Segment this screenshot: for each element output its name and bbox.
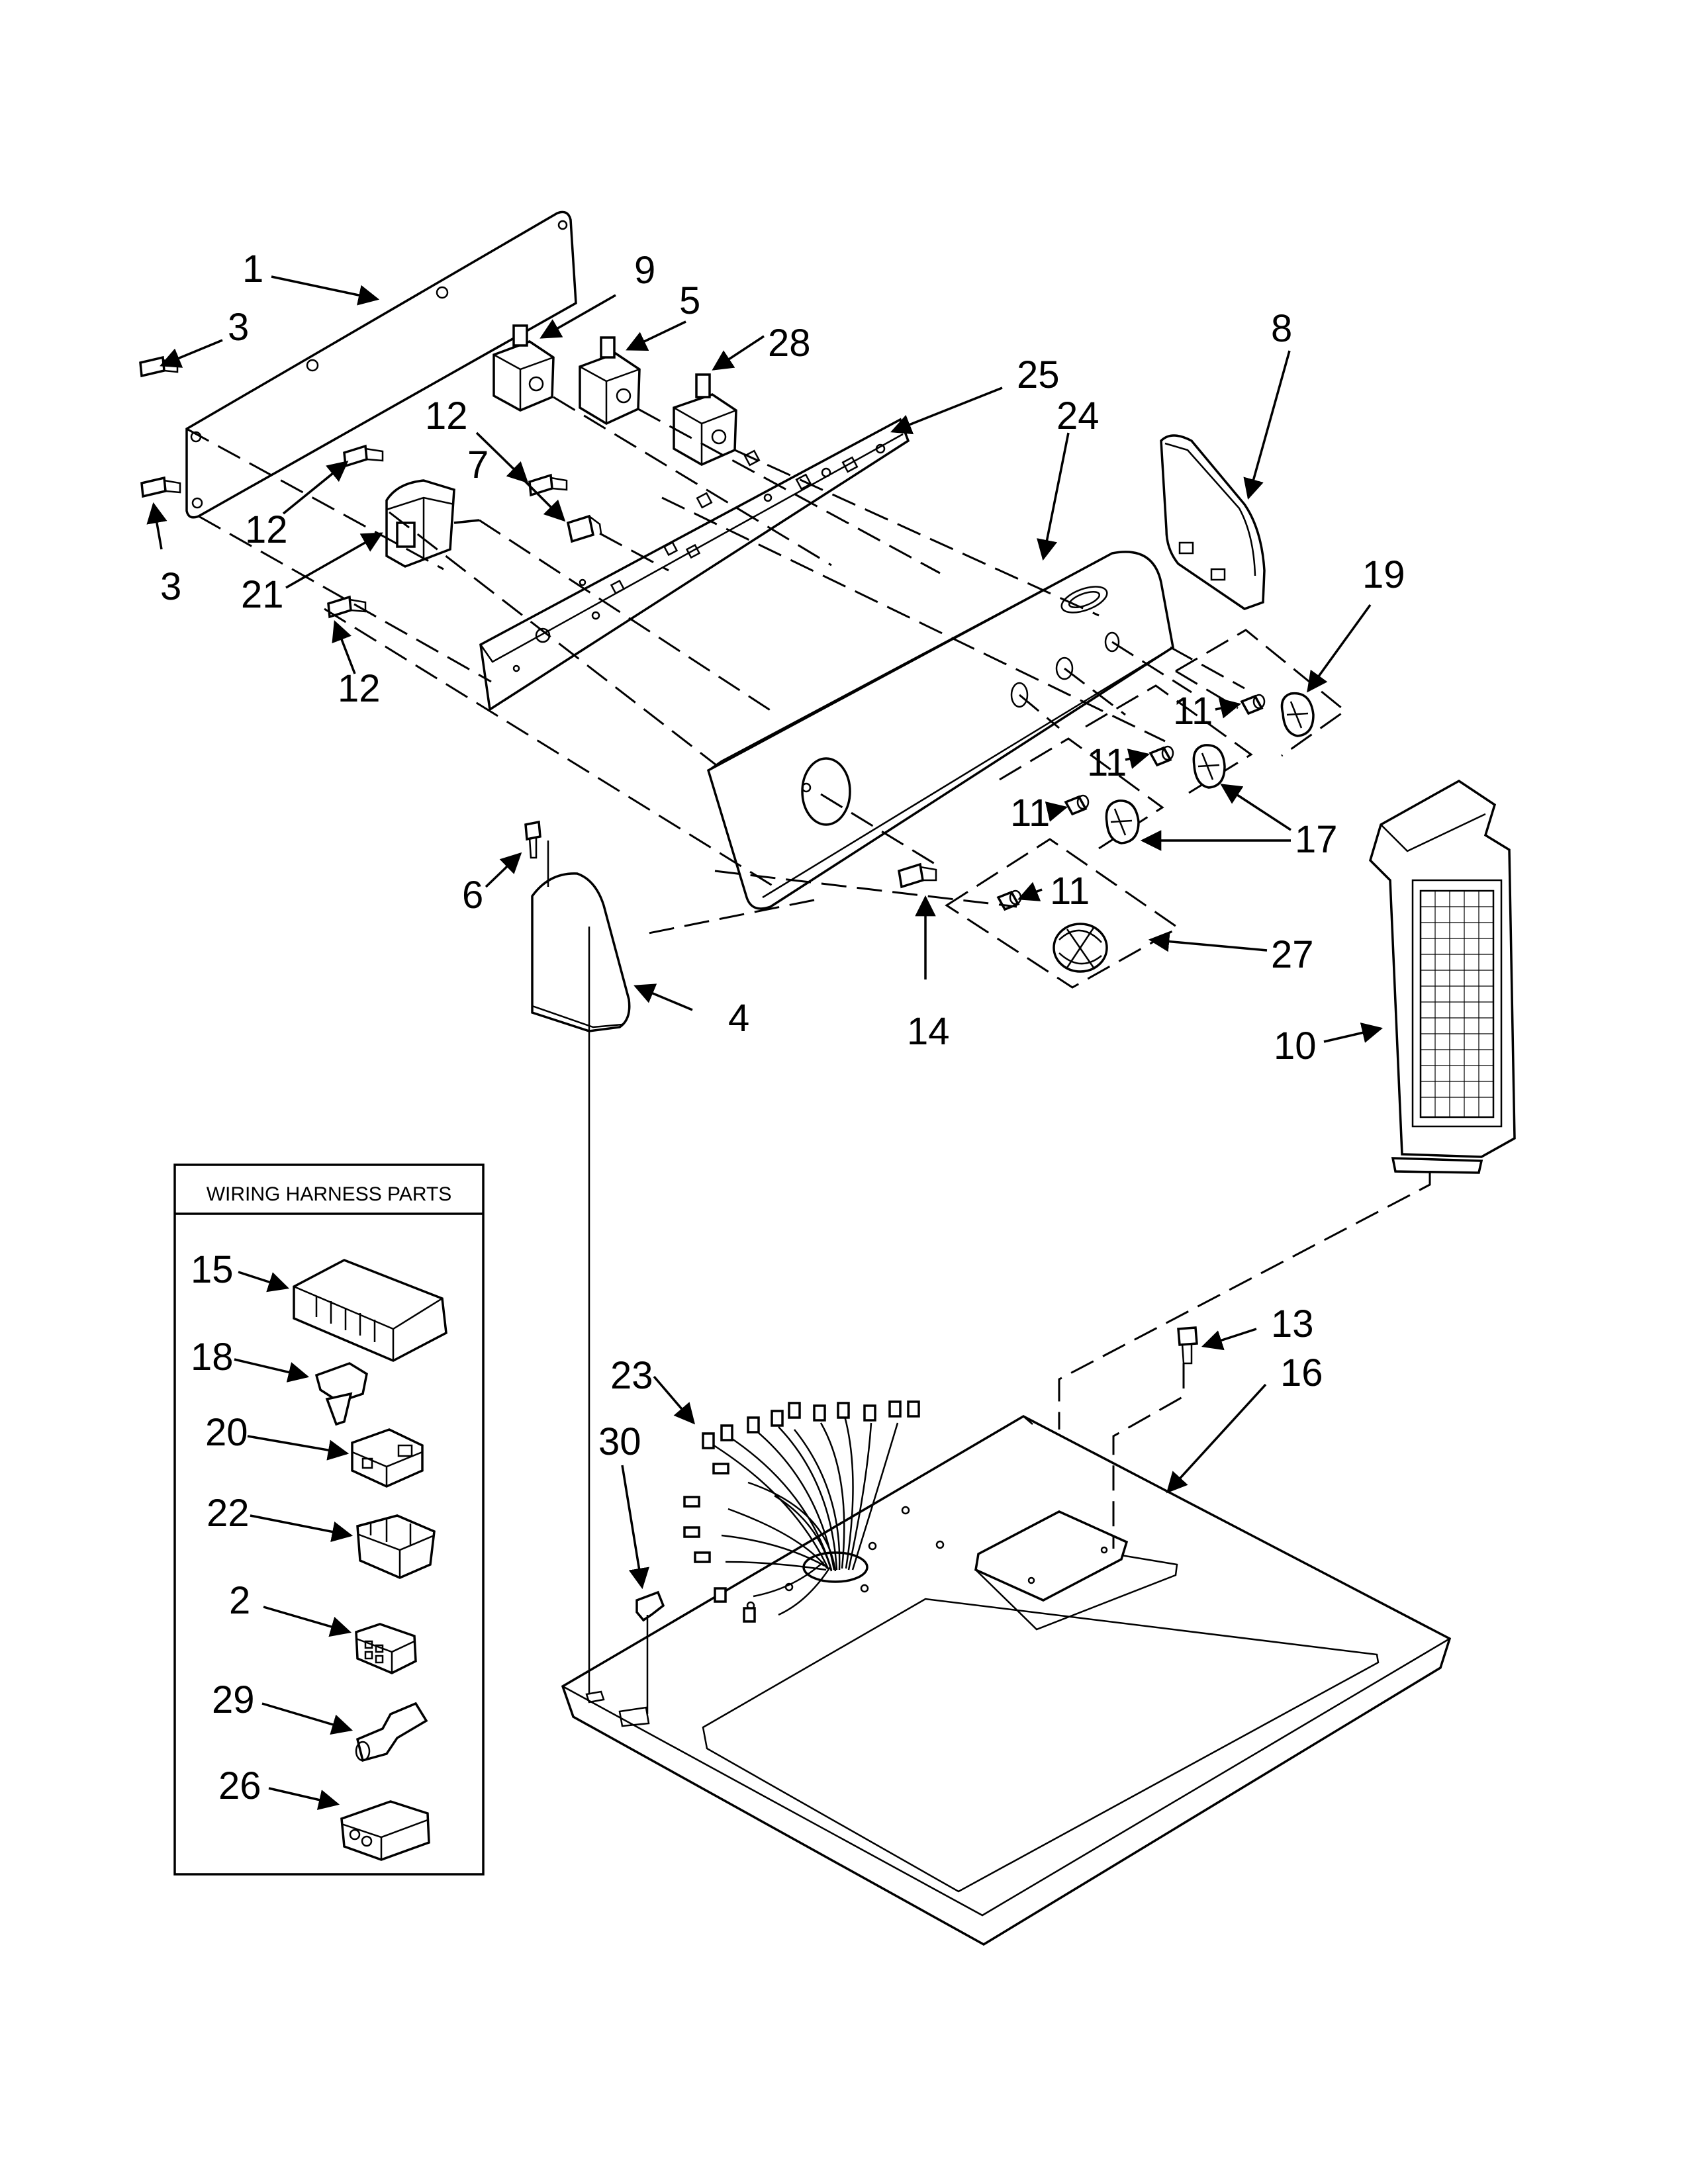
callout-24: 24 (1056, 394, 1100, 437)
part-6-screw (524, 820, 541, 859)
part-17-knob-upper (1192, 744, 1226, 789)
part-10-lint-screen (1369, 779, 1516, 1174)
part-27-knob (1053, 923, 1108, 973)
callout-labels: 1 3 3 9 5 28 25 24 8 12 7 12 21 12 19 11… (160, 248, 1405, 1807)
part-26-connector (340, 1800, 430, 1861)
part-14-screw (898, 862, 937, 889)
callout-23: 23 (610, 1354, 653, 1397)
callout-27: 27 (1271, 933, 1314, 976)
part-3-screw-lower (140, 476, 181, 498)
part-30-clip (635, 1590, 665, 1622)
callout-25: 25 (1017, 353, 1060, 396)
callout-19: 19 (1362, 553, 1405, 596)
part-20-connector (351, 1428, 424, 1488)
callout-5: 5 (679, 279, 700, 322)
part-11-insert-1 (1240, 694, 1266, 715)
part-22-connector (356, 1514, 436, 1579)
callout-20: 20 (205, 1411, 248, 1454)
part-2-connector (355, 1623, 417, 1674)
callout-11-a: 11 (1173, 690, 1213, 733)
callout-14: 14 (907, 1010, 950, 1053)
callout-3-lower: 3 (160, 565, 181, 608)
part-9-switch (492, 324, 555, 412)
part-28-switch (673, 373, 737, 466)
callout-12-lower: 12 (338, 667, 381, 710)
part-29-terminal (355, 1702, 428, 1762)
callout-10: 10 (1274, 1024, 1317, 1068)
part-7-clip (566, 514, 602, 543)
callout-9: 9 (634, 249, 655, 292)
callout-15: 15 (191, 1248, 234, 1291)
callout-22: 22 (207, 1492, 250, 1535)
part-24-console (706, 551, 1174, 910)
part-13-screw (1177, 1326, 1198, 1365)
part-8-end-cap (1160, 434, 1266, 610)
knob-group-27 (945, 838, 1180, 989)
callout-26: 26 (218, 1764, 261, 1807)
part-5-switch (579, 336, 641, 425)
alignment-lines (186, 396, 1431, 1714)
part-12-screw-upper (343, 444, 384, 468)
callout-30: 30 (598, 1420, 641, 1463)
callout-21: 21 (241, 573, 284, 616)
callout-11-b: 11 (1087, 741, 1127, 784)
callout-28: 28 (768, 322, 811, 365)
leader-arrows (146, 275, 1383, 1810)
callout-6: 6 (462, 874, 483, 917)
part-4-end-cap (531, 872, 631, 1032)
callout-11-c: 11 (1010, 792, 1050, 835)
part-15-terminal-block (293, 1259, 447, 1362)
part-17-knob-lower (1105, 799, 1140, 844)
part-25-console-bracket (479, 418, 910, 711)
callout-12-upper: 12 (425, 394, 468, 437)
callout-2: 2 (229, 1579, 250, 1622)
box-title: WIRING HARNESS PARTS (207, 1183, 452, 1205)
callout-3-upper: 3 (228, 306, 249, 349)
callout-11-d: 11 (1050, 870, 1090, 913)
part-18-connector (314, 1362, 368, 1426)
part-11-insert-3 (1064, 794, 1090, 816)
callout-29: 29 (212, 1678, 255, 1721)
wiring-harness-parts-box: WIRING HARNESS PARTS (173, 1163, 485, 1876)
part-11-insert-2 (1149, 745, 1174, 767)
callout-4: 4 (728, 997, 749, 1040)
callout-17: 17 (1295, 818, 1338, 861)
part-21-timer (385, 479, 480, 568)
part-23-wiring-harness (683, 1400, 920, 1623)
part-16-dryer-top (561, 1415, 1452, 1946)
callout-18: 18 (191, 1336, 234, 1379)
lint-screen-mesh (1421, 891, 1493, 1117)
callout-16: 16 (1280, 1351, 1323, 1394)
callout-7: 7 (467, 443, 489, 486)
callout-8: 8 (1271, 307, 1292, 350)
part-19-knob (1280, 692, 1315, 737)
callout-13: 13 (1271, 1302, 1314, 1345)
callout-1: 1 (242, 248, 263, 291)
callout-12-mid: 12 (245, 508, 288, 551)
